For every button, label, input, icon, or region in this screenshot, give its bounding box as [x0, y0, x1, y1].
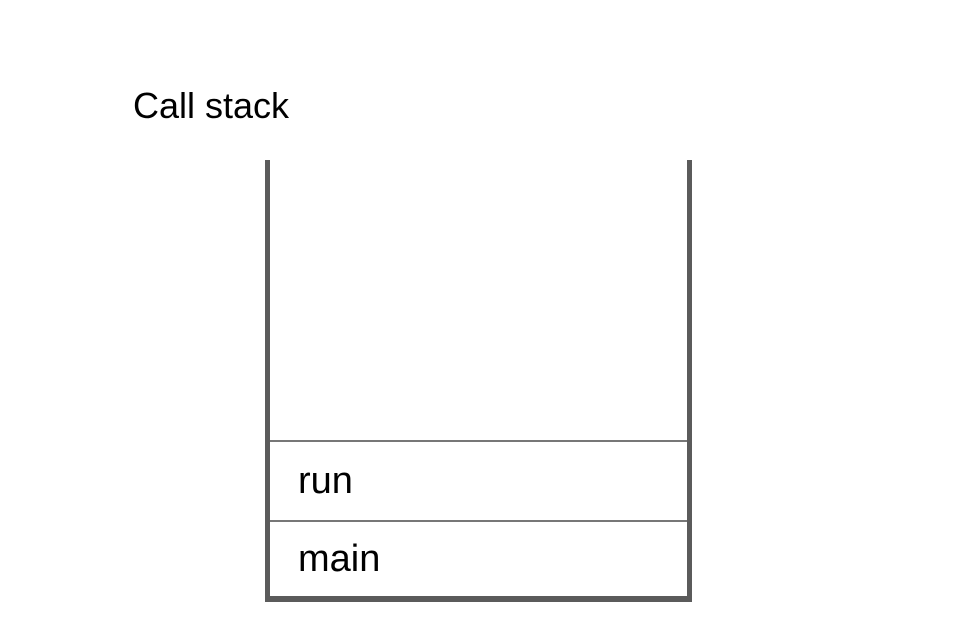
stack-frame-run-label: run [298, 459, 353, 502]
call-stack-title: Call stack [133, 85, 290, 126]
stack-frame-run: run [270, 440, 687, 520]
stack-frame-main-label: main [298, 537, 381, 580]
stack-frame-main: main [270, 520, 687, 596]
call-stack-container: run main [265, 160, 692, 602]
